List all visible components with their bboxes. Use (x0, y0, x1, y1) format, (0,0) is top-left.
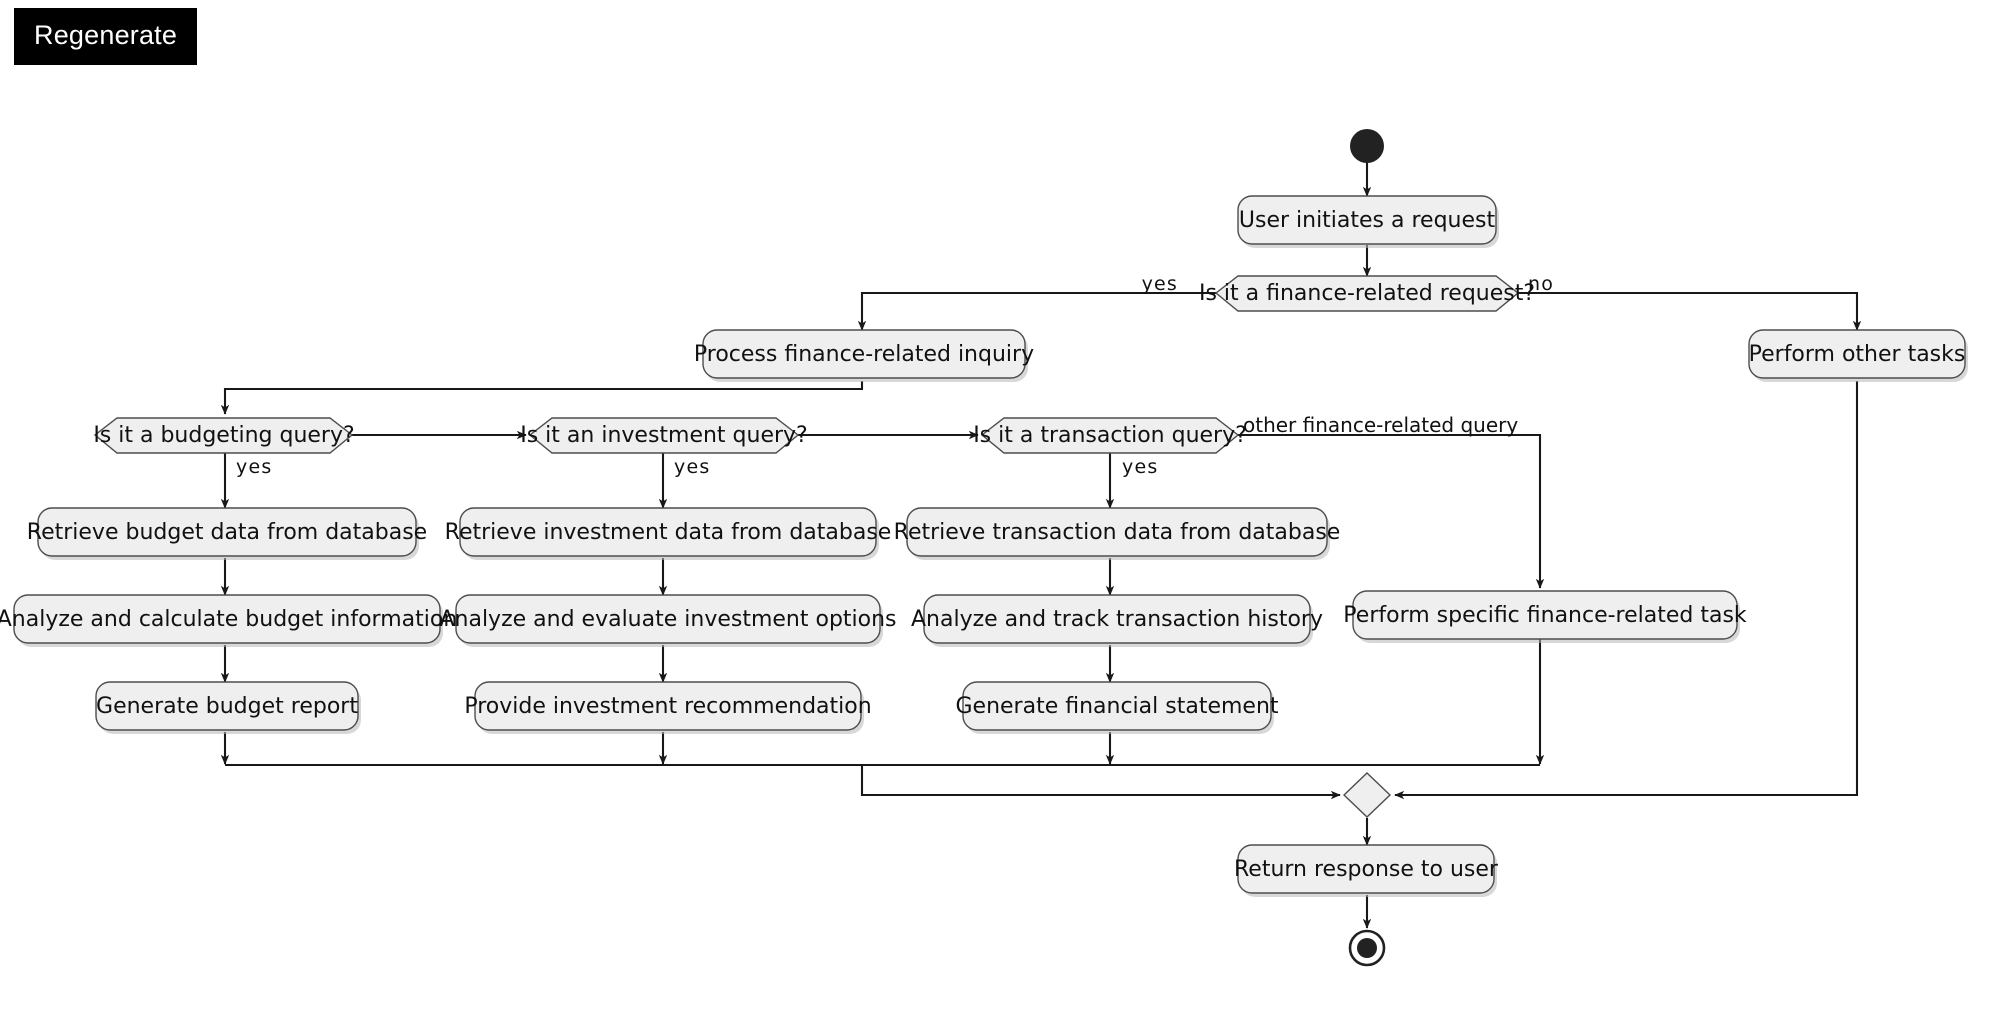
activity-user-initiates-a-request[interactable]: User initiates a request (1237, 195, 1499, 248)
end-node (1348, 929, 1386, 967)
activity-retrieve-investment-data-from-database[interactable]: Retrieve investment data from database (445, 507, 892, 560)
activity-label: Process finance-related inquiry (694, 342, 1034, 367)
activity-label: Retrieve transaction data from database (894, 520, 1341, 545)
activity-return-response-to-user[interactable]: Return response to user (1234, 844, 1499, 897)
activity-analyze-and-calculate-budget-information[interactable]: Analyze and calculate budget information (0, 594, 457, 647)
edge-label-transaction-yes: yes (1122, 456, 1158, 478)
start-node (1350, 129, 1384, 163)
edge-transaction-other-to-perform-specific (1238, 433, 1545, 589)
activity-generate-budget-report[interactable]: Generate budget report (95, 681, 361, 734)
activity-label: Analyze and calculate budget information (0, 607, 457, 632)
activity-label: Generate financial statement (955, 694, 1278, 719)
regenerate-button[interactable]: Regenerate (14, 8, 198, 65)
edge-merge-bar-to-merge-node (860, 765, 1341, 800)
decision-label: Is it a budgeting query? (93, 423, 354, 448)
edge-label-investment-yes: yes (674, 456, 710, 478)
edge-perform-other-to-merge-node (1394, 381, 1859, 800)
activity-label: Perform other tasks (1749, 342, 1966, 367)
activity-generate-financial-statement[interactable]: Generate financial statement (955, 681, 1279, 734)
decision-label: Is it a transaction query? (973, 423, 1247, 448)
activity-label: Return response to user (1234, 857, 1499, 882)
activity-retrieve-budget-data-from-database[interactable]: Retrieve budget data from database (27, 507, 427, 560)
activity-analyze-and-track-transaction-history[interactable]: Analyze and track transaction history (911, 594, 1323, 647)
edge-label-budget-yes: yes (236, 456, 272, 478)
activity-label: Analyze and evaluate investment options (439, 607, 896, 632)
activity-label: Generate budget report (96, 694, 358, 719)
decision-is-it-a-budgeting-query[interactable]: Is it a budgeting query? (93, 417, 355, 454)
activity-retrieve-transaction-data-from-database[interactable]: Retrieve transaction data from database (894, 507, 1341, 560)
edge-label-finance-no: no (1528, 273, 1554, 295)
decision-is-it-a-transaction-query[interactable]: Is it a transaction query? (973, 417, 1247, 454)
activity-label: Retrieve budget data from database (27, 520, 427, 545)
decision-is-it-a-finance-related-request[interactable]: Is it a finance-related request? (1199, 275, 1535, 312)
activity-label: Perform specific finance-related task (1343, 603, 1747, 628)
activity-label: Provide investment recommendation (464, 694, 871, 719)
activity-perform-other-tasks[interactable]: Perform other tasks (1748, 329, 1968, 382)
edge-finance-no-to-perform-other (1518, 291, 1862, 331)
edge-label-other-finance-related-query: other finance-related query (1243, 413, 1518, 437)
activity-perform-specific-finance-related-task[interactable]: Perform specific finance-related task (1343, 590, 1747, 643)
merge-node (1342, 772, 1392, 818)
decision-is-it-an-investment-query[interactable]: Is it an investment query? (520, 417, 808, 454)
activity-provide-investment-recommendation[interactable]: Provide investment recommendation (464, 681, 872, 734)
edge-finance-yes-to-process-inquiry (857, 291, 1216, 331)
decision-label: Is it an investment query? (520, 423, 808, 448)
activity-process-finance-related-inquiry[interactable]: Process finance-related inquiry (694, 329, 1034, 382)
decision-label: Is it a finance-related request? (1199, 281, 1535, 306)
activity-label: Analyze and track transaction history (911, 607, 1323, 632)
activity-label: User initiates a request (1239, 208, 1496, 233)
edge-process-inquiry-to-decision-budget (220, 381, 864, 415)
activity-label: Retrieve investment data from database (445, 520, 892, 545)
activity-analyze-and-evaluate-investment-options[interactable]: Analyze and evaluate investment options (439, 594, 897, 647)
edge-label-finance-yes: yes (1142, 273, 1178, 295)
